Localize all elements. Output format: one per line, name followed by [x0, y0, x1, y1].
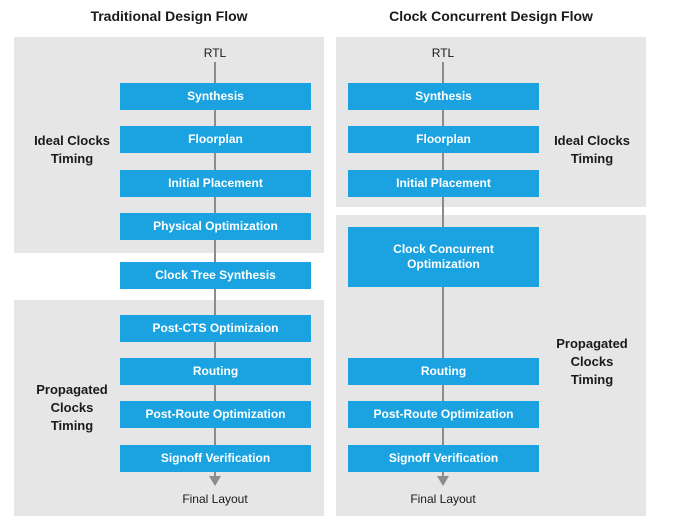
- left-end-label: Final Layout: [182, 492, 248, 506]
- right-step-initial-placement: Initial Placement: [348, 170, 539, 197]
- right-propagated-clocks-label: Propagated Clocks Timing: [556, 336, 628, 387]
- right-end-label: Final Layout: [410, 492, 476, 506]
- right-flow-title: Clock Concurrent Design Flow: [389, 8, 593, 24]
- right-start-label: RTL: [431, 46, 455, 60]
- left-flow-title: Traditional Design Flow: [90, 8, 248, 24]
- left-step-physical-optimization: Physical Optimization: [120, 213, 311, 240]
- left-step-routing: Routing: [120, 358, 311, 385]
- left-step-post-cts-optimization: Post-CTS Optimizaion: [120, 315, 311, 342]
- left-step-post-route-optimization: Post-Route Optimization: [120, 401, 311, 428]
- left-step-floorplan: Floorplan: [120, 126, 311, 153]
- left-start-label: RTL: [203, 46, 227, 60]
- right-flow-arrowhead: [437, 476, 449, 486]
- right-step-synthesis: Synthesis: [348, 83, 539, 110]
- right-step-floorplan: Floorplan: [348, 126, 539, 153]
- left-ideal-clocks-label: Ideal Clocks Timing: [34, 133, 110, 166]
- left-step-signoff-verification: Signoff Verification: [120, 445, 311, 472]
- left-step-initial-placement: Initial Placement: [120, 170, 311, 197]
- right-step-clock-concurrent-optimization: Clock Concurrent Optimization: [348, 227, 539, 287]
- left-propagated-clocks-label: Propagated Clocks Timing: [36, 382, 108, 433]
- right-step-post-route-optimization: Post-Route Optimization: [348, 401, 539, 428]
- left-step-clock-tree-synthesis: Clock Tree Synthesis: [120, 262, 311, 289]
- right-step-signoff-verification: Signoff Verification: [348, 445, 539, 472]
- left-flow-arrowhead: [209, 476, 221, 486]
- right-step-routing: Routing: [348, 358, 539, 385]
- left-step-synthesis: Synthesis: [120, 83, 311, 110]
- right-ideal-clocks-label: Ideal Clocks Timing: [554, 133, 630, 166]
